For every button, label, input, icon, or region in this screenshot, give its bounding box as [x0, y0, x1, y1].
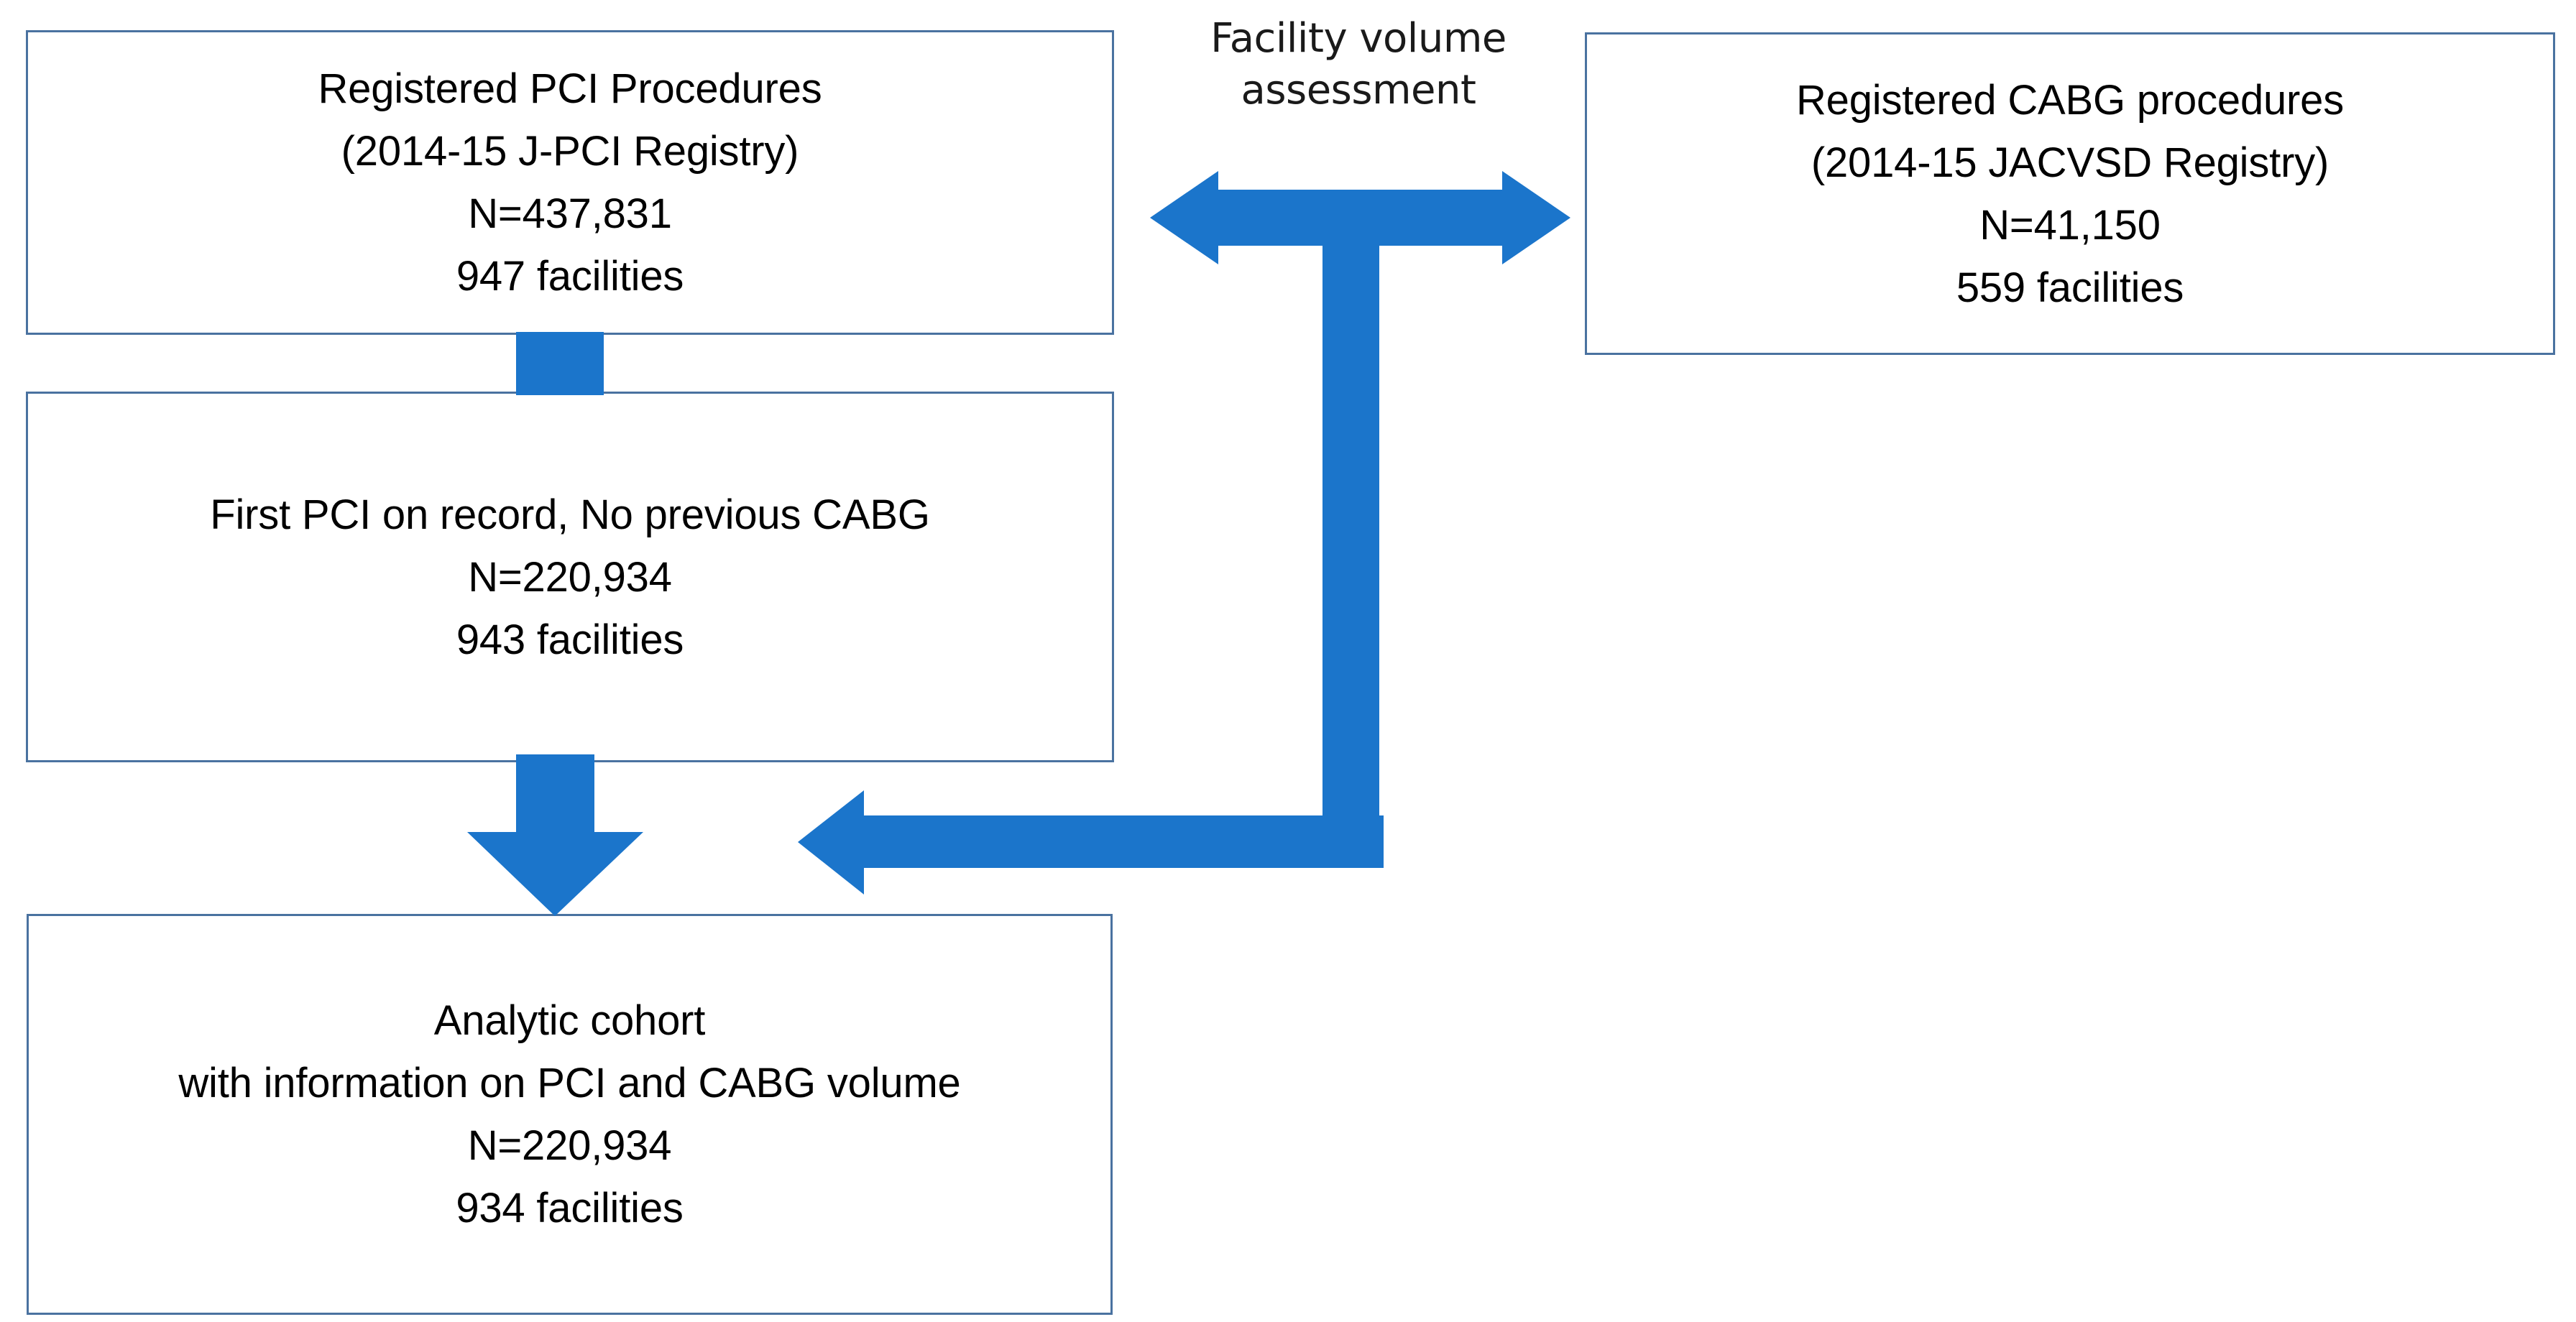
box-pci-registry: (2014-15 J-PCI Registry)	[341, 128, 799, 175]
box-cabg-title: Registered CABG procedures	[1795, 76, 2345, 124]
facility-volume-label-line1: Facility volume	[1210, 15, 1506, 62]
elbow-arrow-left-svg	[798, 790, 1384, 895]
box-pci-title: Registered PCI Procedures	[318, 65, 822, 112]
box-first-pci-no-previous-cabg: First PCI on record, No previous CABG N=…	[26, 392, 1114, 762]
box-analytic-count: N=220,934	[467, 1122, 672, 1169]
arrow-down-svg	[467, 754, 643, 916]
arrow-stem-vertical	[1322, 216, 1379, 866]
box-analytic-title: Analytic cohort	[433, 997, 706, 1044]
box-first-pci-facilities: 943 facilities	[456, 616, 684, 663]
facility-volume-label-line2: assessment	[1241, 66, 1476, 114]
box-pci-count: N=437,831	[468, 190, 672, 237]
box-first-pci-title: First PCI on record, No previous CABG	[210, 491, 930, 538]
box-analytic-subtitle: with information on PCI and CABG volume	[178, 1060, 961, 1106]
elbow-arrow-left-icon	[798, 783, 1384, 902]
box-cabg-facilities: 559 facilities	[1956, 264, 2184, 311]
box-first-pci-count: N=220,934	[468, 553, 672, 601]
box-registered-pci-procedures: Registered PCI Procedures (2014-15 J-PCI…	[26, 30, 1114, 335]
connector-bar-icon	[516, 332, 604, 395]
arrow-down-icon	[467, 754, 643, 916]
box-analytic-cohort: Analytic cohort with information on PCI …	[27, 914, 1113, 1315]
box-analytic-facilities: 934 facilities	[456, 1185, 684, 1231]
box-cabg-count: N=41,150	[1979, 201, 2161, 249]
box-registered-cabg-procedures: Registered CABG procedures (2014-15 JACV…	[1585, 32, 2555, 355]
box-pci-facilities: 947 facilities	[456, 253, 684, 300]
label-facility-volume-assessment: Facility volume assessment	[1121, 13, 1596, 116]
box-cabg-registry: (2014-15 JACVSD Registry)	[1811, 139, 2329, 186]
